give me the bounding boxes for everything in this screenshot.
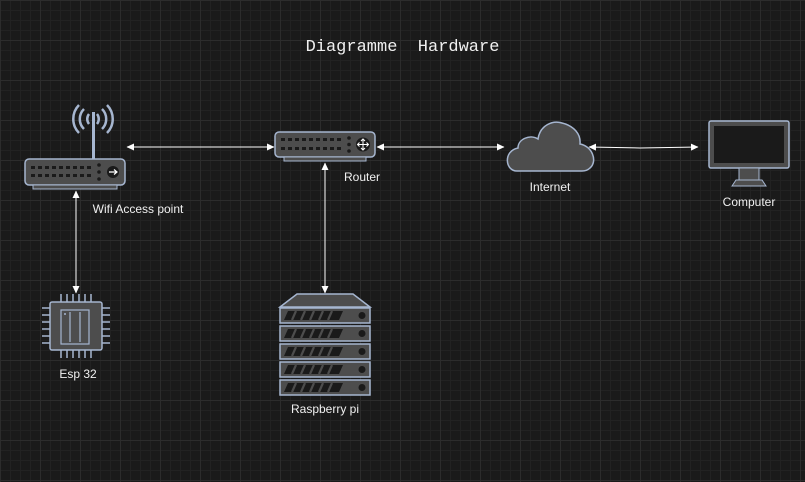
- chip-icon[interactable]: [42, 294, 110, 358]
- raspberry-pi-label: Raspberry pi: [290, 402, 360, 416]
- connector-internet-computer[interactable]: [588, 143, 699, 151]
- monitor-icon[interactable]: [708, 120, 790, 187]
- esp32-label: Esp 32: [59, 367, 97, 381]
- server-icon[interactable]: [277, 293, 373, 396]
- internet-label: Internet: [529, 180, 571, 194]
- router-icon[interactable]: [274, 131, 376, 162]
- computer-label: Computer: [722, 195, 776, 209]
- cloud-icon[interactable]: [506, 121, 595, 172]
- wifi-access-point-label: Wifi Access point: [92, 202, 184, 216]
- diagram-title: Diagramme Hardware: [305, 38, 500, 57]
- wifi-access-point-icon[interactable]: [24, 104, 126, 190]
- router-label: Router: [343, 170, 381, 184]
